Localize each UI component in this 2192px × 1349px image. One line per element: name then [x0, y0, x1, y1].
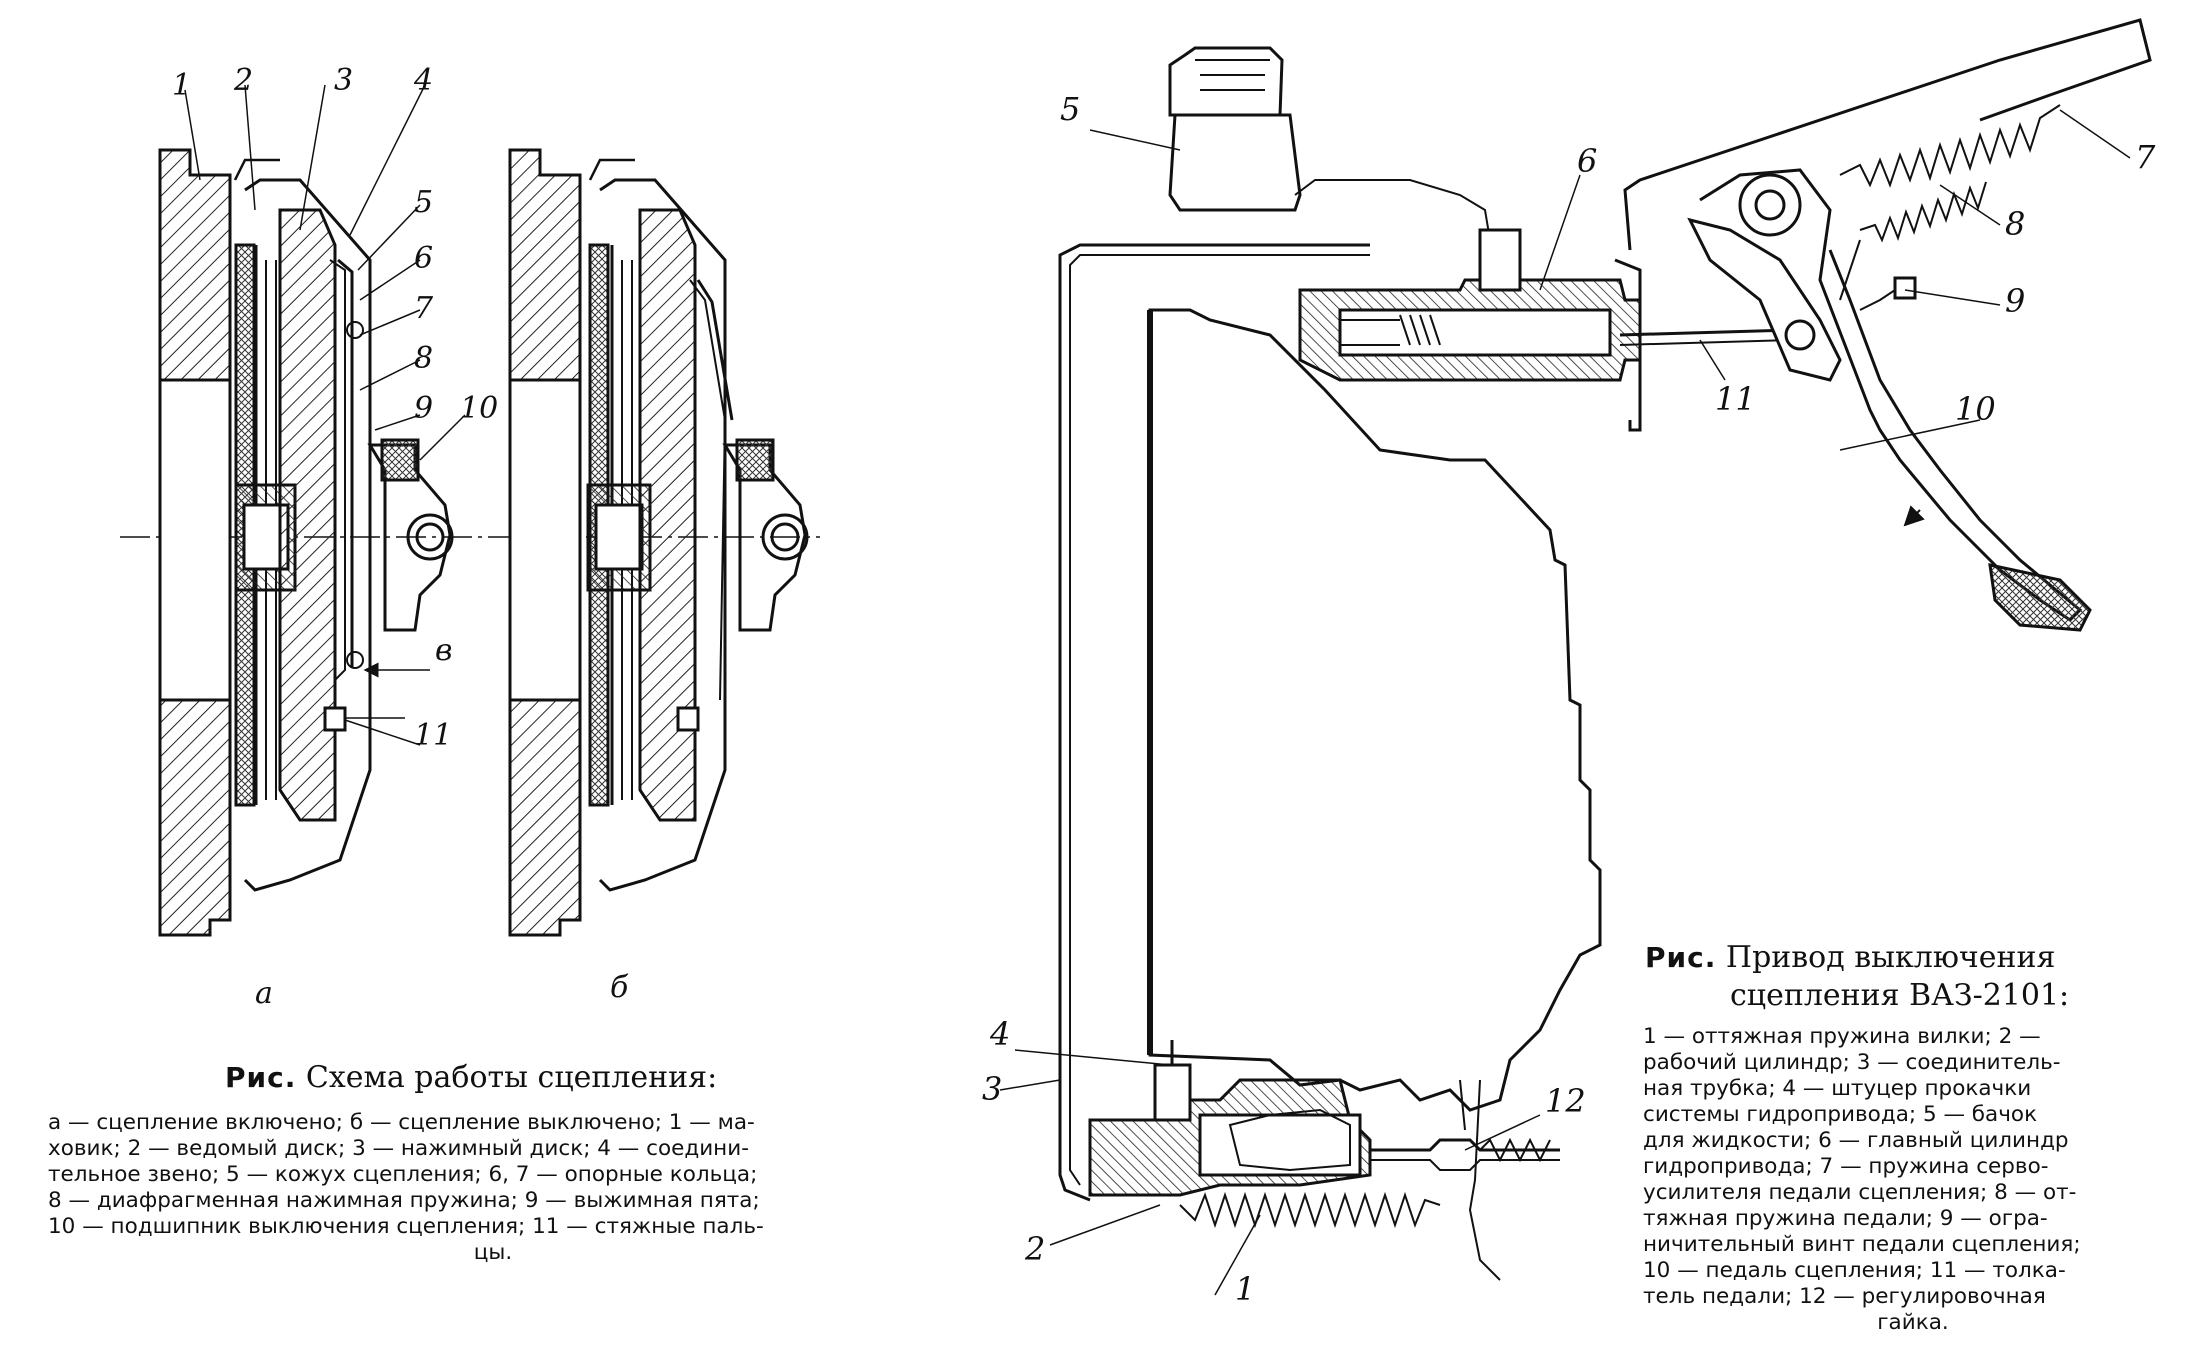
fig2-legend-line: 10 — педаль сцепления; 11 — толка-: [1643, 1258, 2066, 1283]
fig2-label-2: 2: [1024, 1230, 1045, 1268]
fig2-label-5: 5: [1060, 90, 1080, 128]
fig2-legend-line: гидропривода; 7 — пружина серво-: [1643, 1154, 2049, 1179]
fig1-label-7: 7: [414, 291, 434, 326]
fig1-caption-text: Схема работы сцепления:: [305, 1060, 718, 1095]
fig1-arrow-label: в: [435, 633, 452, 668]
fig2-legend: 1 — оттяжная пружина вилки; 2 — рабочий …: [1643, 1024, 2183, 1336]
fig2-legend-line: системы гидропривода; 5 — бачок: [1643, 1102, 2038, 1127]
clutch-release-drive-drawing: [999, 18, 2152, 1296]
fig2-label-11: 11: [1715, 380, 1756, 418]
fig1-label-8: 8: [414, 341, 433, 376]
fig2-caption-title-line2: сцепления ВАЗ-2101:: [1730, 978, 2069, 1013]
fig2-legend-line: ная трубка; 4 — штуцер прокачки: [1643, 1076, 2032, 1101]
fig1-label-1: 1: [172, 68, 191, 103]
fig2-label-7: 7: [2135, 138, 2156, 176]
fig1-legend-line: цы.: [473, 1240, 513, 1265]
fig1-legend-line: 8 — диафрагменная нажимная пружина; 9 — …: [48, 1188, 760, 1213]
fig1-legend: а — сцепление включено; б — сцепление вы…: [48, 1110, 938, 1266]
fig2-label-8: 8: [2005, 205, 2025, 243]
fig2-caption-prefix: Рис.: [1645, 941, 1717, 974]
fig1-caption-title: Рис. Схема работы сцепления:: [225, 1060, 717, 1095]
fig1-label-6: 6: [414, 241, 433, 276]
fig2-caption-line1: Привод выключения: [1725, 940, 2056, 975]
fig2-label-3: 3: [982, 1070, 1002, 1108]
fig1-legend-line: а — сцепление включено; б — сцепление вы…: [48, 1110, 755, 1135]
fig2-legend-line: ничительный винт педали сцепления;: [1643, 1232, 2081, 1257]
fig1-state-label-b: б: [610, 970, 629, 1005]
fig1-legend-line: ховик; 2 — ведомый диск; 3 — нажимный ди…: [48, 1136, 749, 1161]
fig2-label-12: 12: [1545, 1082, 1586, 1120]
fig2-label-1: 1: [1235, 1270, 1255, 1308]
clutch-disengaged-drawing: [508, 148, 820, 937]
fig1-legend-line: тельное звено; 5 — кожух сцепления; 6, 7…: [48, 1162, 758, 1187]
clutch-engaged-drawing: [120, 84, 510, 937]
fig2-legend-line: 1 — оттяжная пружина вилки; 2 —: [1643, 1024, 2041, 1049]
fig2-legend-line: тель педали; 12 — регулировочная: [1643, 1284, 2046, 1309]
fig1-label-10: 10: [460, 391, 498, 426]
fig1-label-9: 9: [414, 391, 433, 426]
fig2-label-6: 6: [1577, 142, 1597, 180]
fig1-label-4: 4: [413, 63, 433, 98]
fig2-legend-line: тяжная пружина педали; 9 — огра-: [1643, 1206, 2048, 1231]
fig1-label-5: 5: [414, 185, 433, 220]
fig2-label-10: 10: [1955, 390, 1996, 428]
fig1-label-2: 2: [233, 63, 253, 98]
fig1-caption-prefix: Рис.: [225, 1061, 297, 1094]
fig2-label-9: 9: [2005, 282, 2025, 320]
fig2-label-4: 4: [989, 1015, 1010, 1053]
fig2-legend-line: для жидкости; 6 — главный цилиндр: [1643, 1128, 2069, 1153]
fig1-label-11: 11: [414, 718, 452, 753]
fig2-legend-line: рабочий цилиндр; 3 — соединитель-: [1643, 1050, 2061, 1075]
fig1-label-3: 3: [334, 63, 353, 98]
fig2-caption-line2: сцепления ВАЗ-2101:: [1730, 978, 2070, 1013]
fig2-caption-title: Рис. Привод выключения: [1645, 940, 2055, 975]
fig1-legend-line: 10 — подшипник выключения сцепления; 11 …: [48, 1214, 764, 1239]
fig2-legend-line: усилителя педали сцепления; 8 — от-: [1643, 1180, 2077, 1205]
fig1-state-label-a: а: [255, 976, 273, 1011]
fig2-legend-line: гайка.: [1877, 1310, 1949, 1335]
